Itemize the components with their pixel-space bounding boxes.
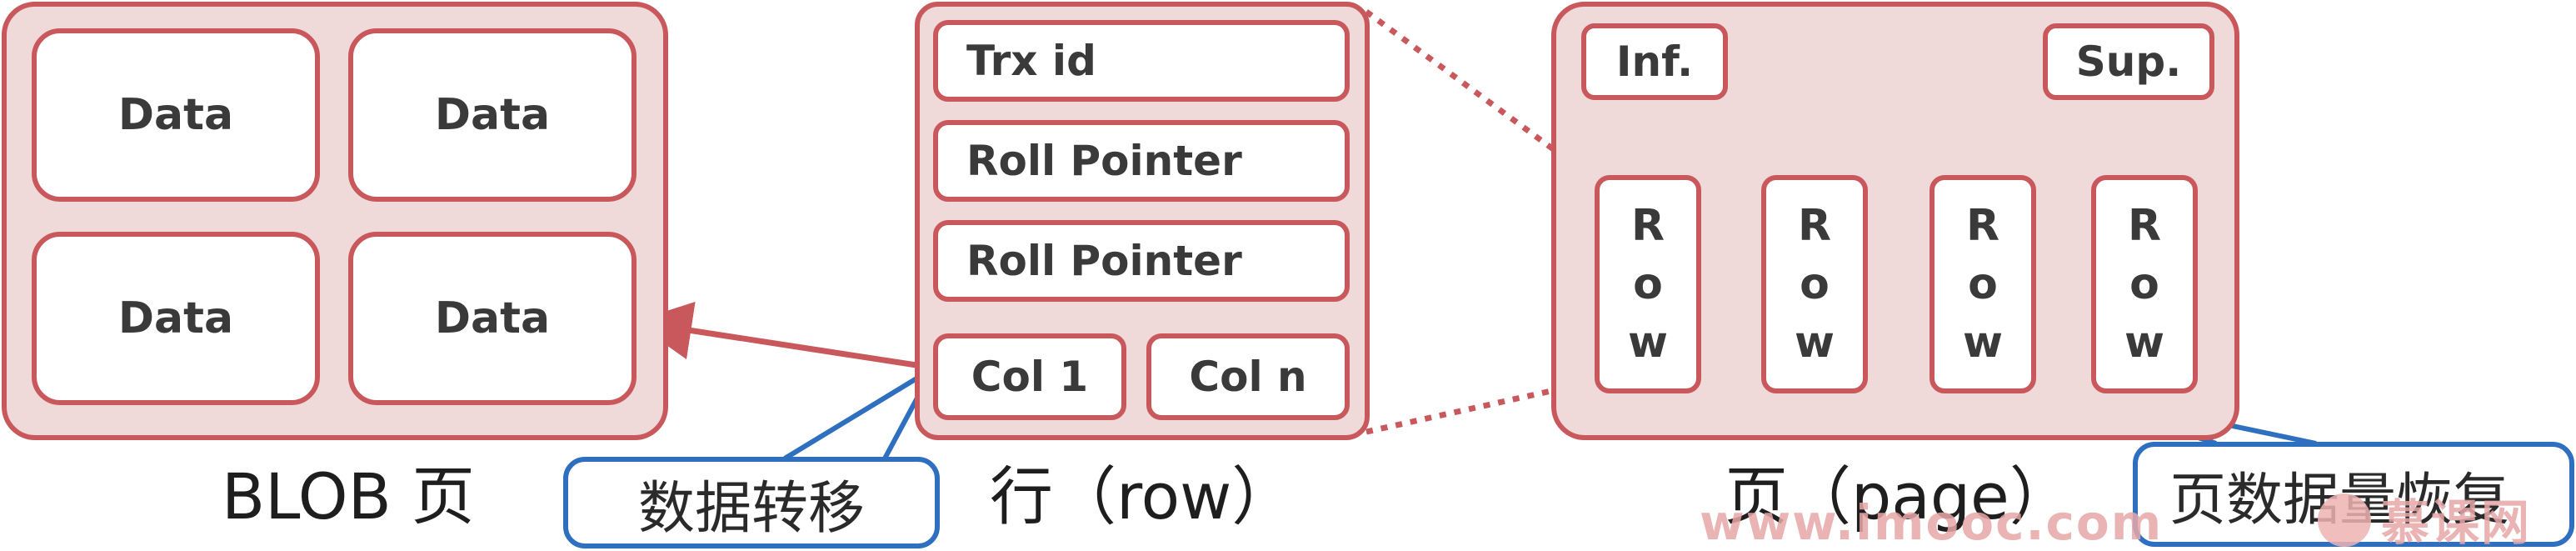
row-record-box: R o w — [2091, 175, 2198, 393]
infimum-record: Inf. — [1581, 23, 1728, 100]
row-letter: w — [2124, 318, 2165, 368]
site-watermark: www.imooc.com — [1700, 494, 2164, 551]
row-record-box: R o w — [1930, 175, 2036, 393]
row-letter: o — [2129, 259, 2159, 309]
row-letter: o — [1800, 259, 1830, 309]
row-letter: R — [1630, 201, 1665, 251]
data-transfer-callout: 数据转移 — [563, 457, 940, 548]
col-first-field: Col 1 — [933, 333, 1126, 420]
blob-data-cell: Data — [32, 28, 320, 202]
row-letter: R — [1797, 201, 1832, 251]
blob-pointer-arrow — [633, 301, 939, 372]
blob-page-caption: BLOB 页 — [222, 459, 475, 533]
trx-id-field: Trx id — [933, 20, 1350, 102]
roll-pointer-field: Roll Pointer — [933, 120, 1350, 202]
row-letter: w — [1794, 318, 1835, 368]
supremum-record: Sup. — [2043, 23, 2214, 100]
row-record-box: R o w — [1595, 175, 1701, 393]
row-letter: w — [1962, 318, 2004, 368]
row-letter: w — [1627, 318, 1669, 368]
row-letter: R — [1965, 201, 2000, 251]
blob-data-cell: Data — [348, 28, 637, 202]
brand-logo-icon — [2318, 493, 2371, 547]
row-letter: R — [2127, 201, 2162, 251]
brand-watermark: 慕课网 — [2381, 494, 2532, 551]
blob-data-cell: Data — [32, 232, 320, 405]
row-letter: o — [1968, 259, 1998, 309]
row-record-box: R o w — [1761, 175, 1868, 393]
data-page-caption: 页（page） — [1725, 459, 2073, 533]
col-last-field: Col n — [1146, 333, 1350, 420]
row-letter: o — [1633, 259, 1663, 309]
row-record-caption: 行（row） — [990, 459, 1295, 533]
zoom-line-top — [1364, 9, 1595, 181]
blob-data-cell: Data — [348, 232, 637, 405]
roll-pointer-field: Roll Pointer — [933, 220, 1350, 302]
callout-pointer-transfer — [783, 366, 936, 461]
